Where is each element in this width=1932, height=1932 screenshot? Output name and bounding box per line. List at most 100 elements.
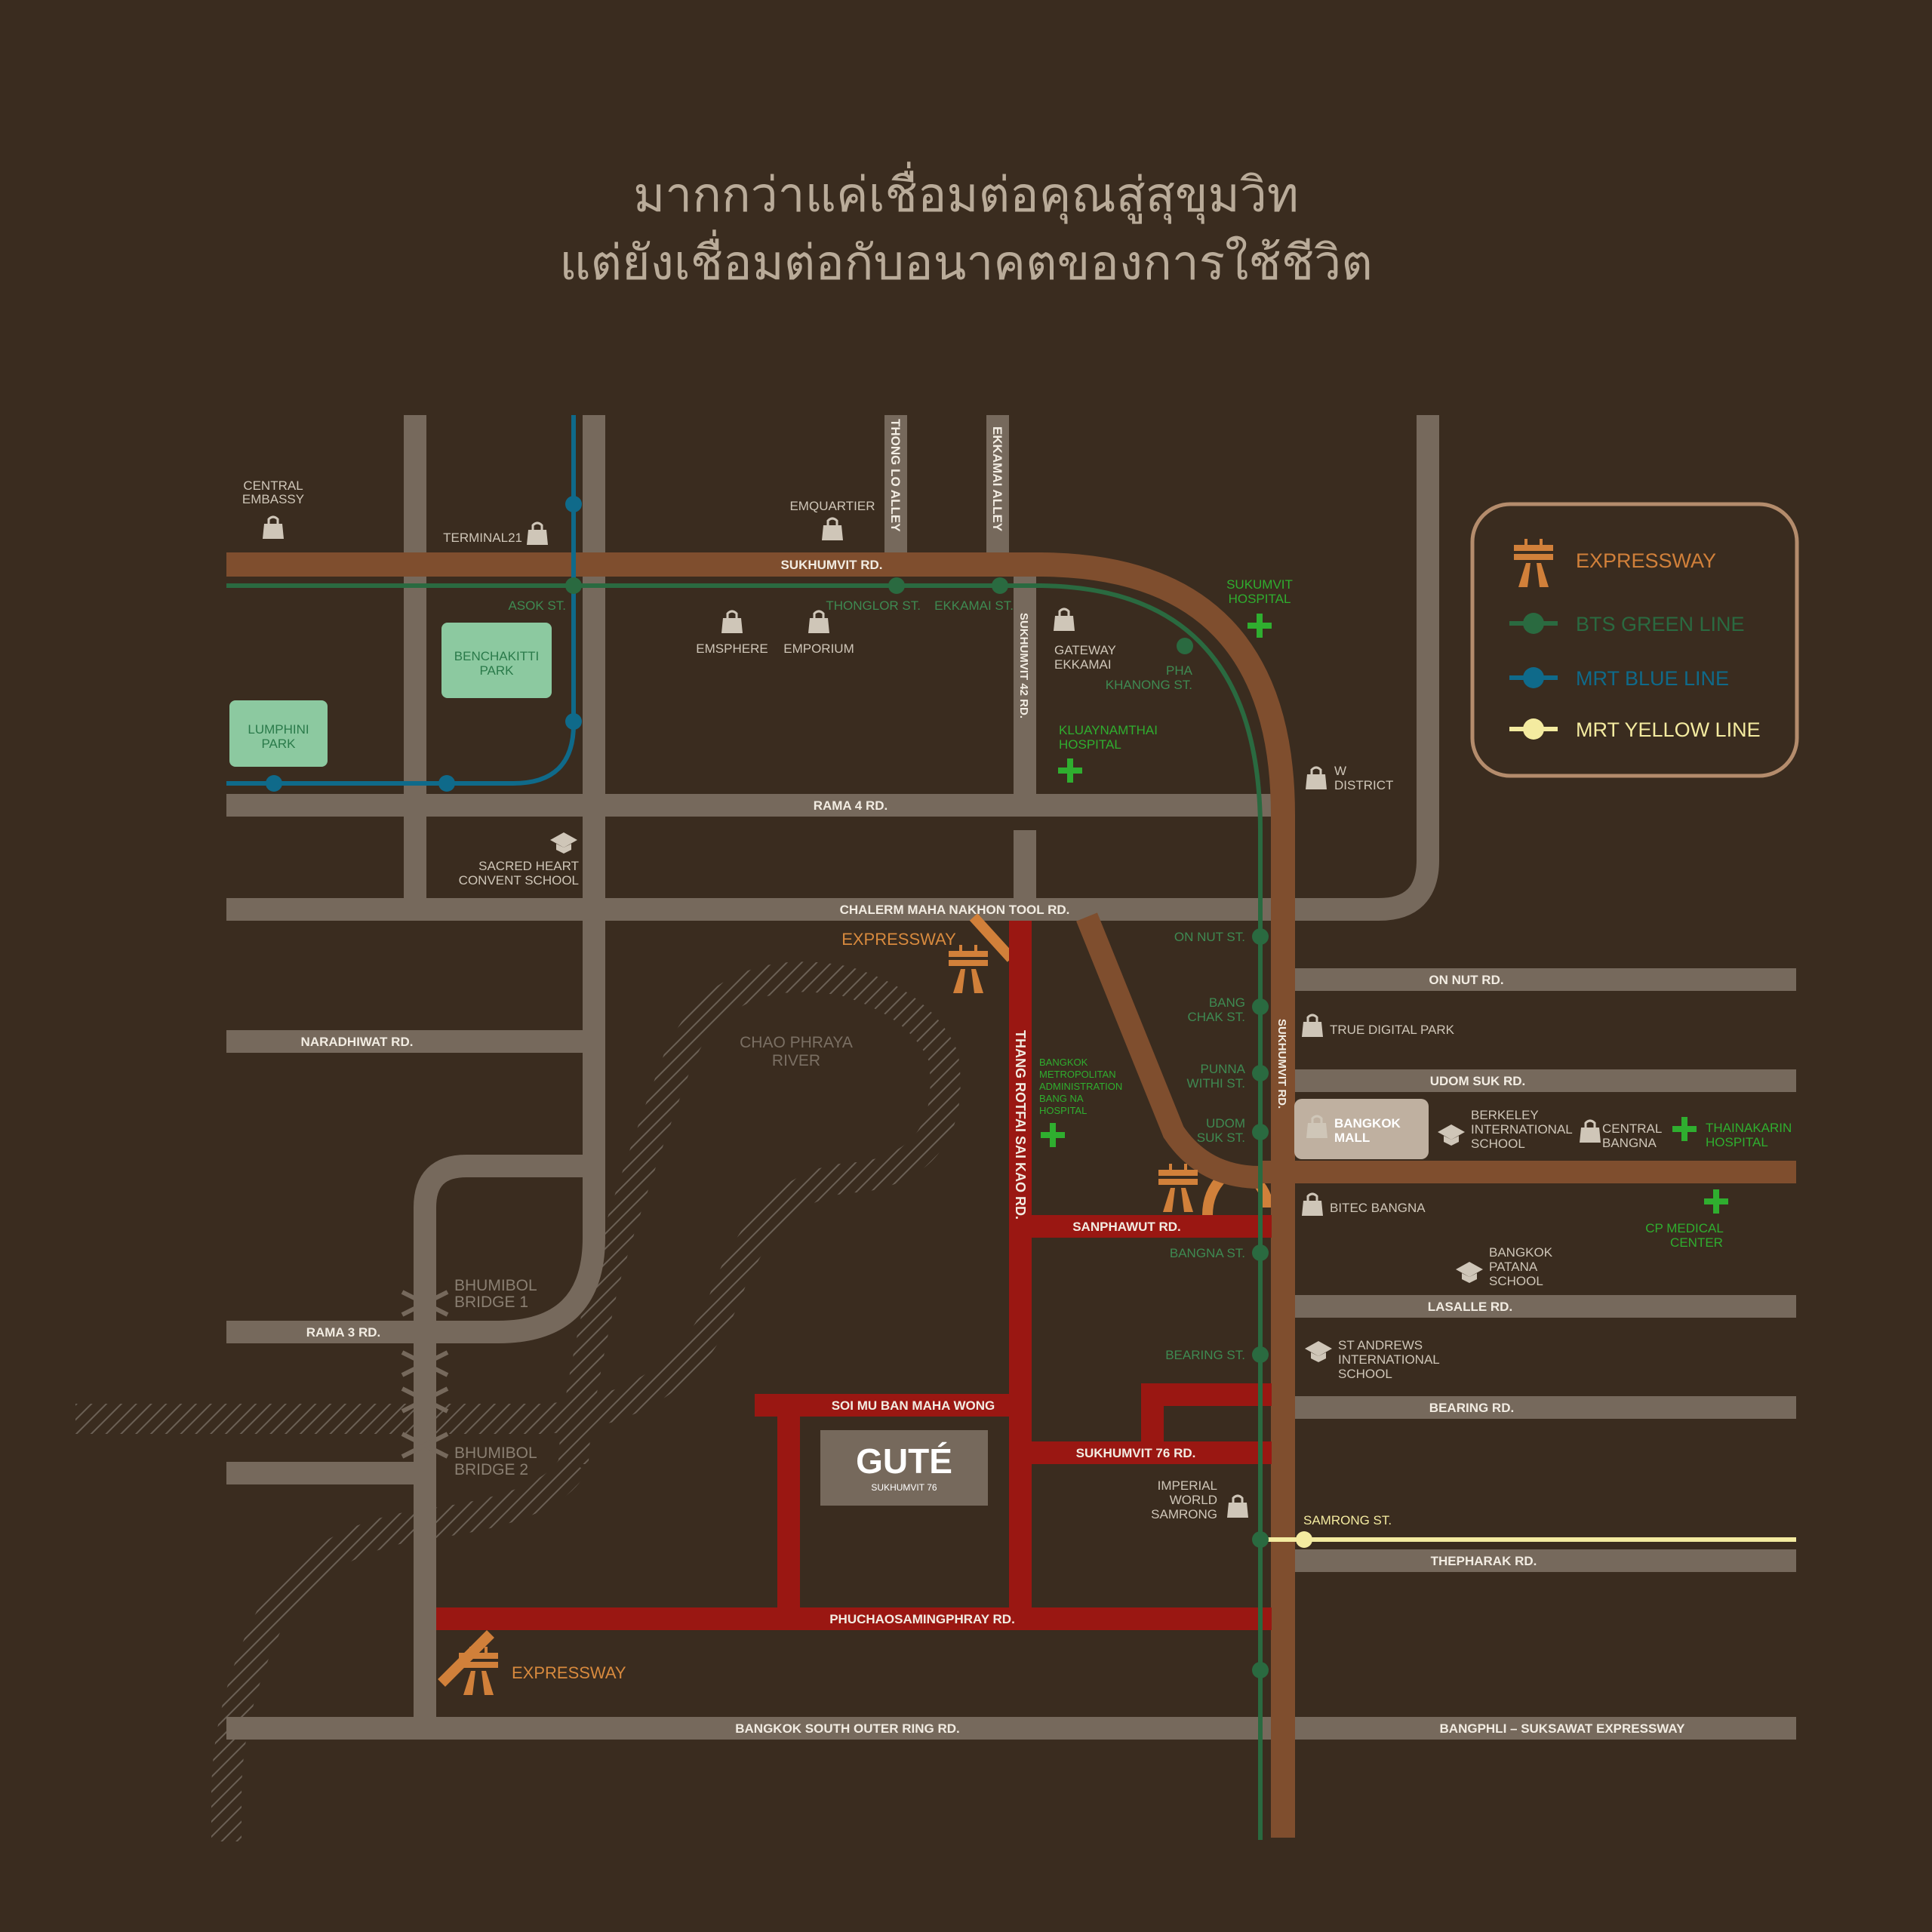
- label-rama3: RAMA 3 RD.: [306, 1325, 381, 1340]
- diagonal-sukhumvit-branch: [1076, 912, 1261, 1189]
- stn-bangchak-2: CHAK ST.: [1187, 1010, 1245, 1024]
- bag-icon: [720, 610, 744, 635]
- grey-roads: [226, 415, 1796, 1740]
- legend-bts: BTS GREEN LINE: [1576, 613, 1745, 635]
- bts-green-line: [226, 583, 1263, 1840]
- expressway-icon: [1158, 1164, 1198, 1212]
- bangkok-mall-block: [1294, 1099, 1429, 1159]
- poi-berkeley-1: BERKELEY: [1471, 1108, 1539, 1122]
- school-icon: [1305, 1341, 1332, 1362]
- poi-bangkok-mall-1: BANGKOK: [1334, 1116, 1401, 1131]
- stn-thonglor: THONGLOR ST.: [826, 598, 921, 613]
- station-dots: [266, 496, 1312, 1678]
- label-chalerm: CHALERM MAHA NAKHON TOOL RD.: [840, 903, 1070, 917]
- label-sukhumvit: SUKHUMVIT RD.: [780, 558, 882, 572]
- label-bangphli: BANGPHLI – SUKSAWAT EXPRESSWAY: [1440, 1721, 1686, 1736]
- bag-icon: [1300, 1192, 1324, 1217]
- school-icon: [550, 832, 577, 854]
- hosp-sukumvit-1: SUKUMVIT: [1226, 577, 1293, 592]
- bag-icon: [525, 521, 549, 546]
- chao-phraya-river: [75, 961, 961, 1841]
- label-rama4: RAMA 4 RD.: [814, 798, 888, 813]
- hosp-bma-5: HOSPITAL: [1039, 1105, 1087, 1116]
- poi-st-andrews-3: SCHOOL: [1338, 1367, 1392, 1381]
- poi-bitec: BITEC BANGNA: [1330, 1201, 1426, 1215]
- poi-emporium: EMPORIUM: [783, 641, 854, 656]
- bag-icon: [261, 515, 285, 540]
- label-naradhiwat: NARADHIWAT RD.: [301, 1035, 414, 1049]
- hosp-cp-2: CENTER: [1670, 1235, 1723, 1250]
- river-label-1: CHAO PHRAYA: [740, 1034, 853, 1051]
- bridge1-label-2: BRIDGE 1: [454, 1294, 528, 1311]
- poi-central-bangna-1: CENTRAL: [1602, 1121, 1662, 1136]
- stn-asok: ASOK ST.: [508, 598, 566, 613]
- hosp-thainakarin-2: HOSPITAL: [1706, 1135, 1768, 1149]
- hospital-cross-icon: [1041, 1123, 1065, 1147]
- label-ekkamai: EKKAMAI ALLEY: [990, 426, 1004, 532]
- bag-icon: [807, 610, 831, 635]
- poi-sacred-heart-1: SACRED HEART: [478, 859, 579, 873]
- poi-st-andrews-2: INTERNATIONAL: [1338, 1352, 1440, 1367]
- bridge1-label-1: BHUMIBOL: [454, 1277, 537, 1294]
- school-icon: [1438, 1124, 1465, 1146]
- poi-imperial-3: SAMRONG: [1151, 1507, 1217, 1521]
- hospital-cross-icon: [1672, 1117, 1697, 1141]
- hosp-kluay-2: HOSPITAL: [1059, 737, 1121, 752]
- poi-bangkok-mall-2: MALL: [1334, 1131, 1370, 1145]
- school-icon: [1456, 1262, 1483, 1283]
- poi-gateway-2: EKKAMAI: [1054, 657, 1112, 672]
- label-outer-ring: BANGKOK SOUTH OUTER RING RD.: [735, 1721, 960, 1736]
- hospital-cross-icon: [1704, 1189, 1728, 1214]
- label-soi42: SUKHUMVIT 42 RD.: [1017, 613, 1030, 718]
- poi-patana-3: SCHOOL: [1489, 1274, 1543, 1288]
- bridge2-label-1: BHUMIBOL: [454, 1444, 537, 1462]
- mrt-blue-line: [226, 415, 576, 786]
- poi-w-district-2: DISTRICT: [1334, 778, 1393, 792]
- hosp-bma-1: BANGKOK: [1039, 1057, 1088, 1068]
- poi-central-embassy-1: CENTRAL: [243, 478, 303, 493]
- stn-samrong: SAMRONG ST.: [1303, 1513, 1392, 1527]
- project-logo: GUTÉ: [856, 1441, 952, 1481]
- bag-icon: [1300, 1014, 1324, 1038]
- park-lumphini-2: PARK: [261, 737, 296, 751]
- stn-udomsuk-1: UDOM: [1206, 1116, 1245, 1131]
- park-benchakitti-2: PARK: [479, 663, 514, 678]
- bag-icon: [1226, 1494, 1250, 1519]
- map-legend: EXPRESSWAY BTS GREEN LINE MRT BLUE LINE …: [1470, 502, 1799, 778]
- stn-udomsuk-2: SUK ST.: [1197, 1131, 1245, 1145]
- stn-on-nut: ON NUT ST.: [1174, 930, 1245, 944]
- stn-bangchak-1: BANG: [1209, 995, 1245, 1010]
- bag-icon: [820, 517, 844, 542]
- poi-emsphere: EMSPHERE: [696, 641, 768, 656]
- poi-w-district-1: W: [1334, 764, 1346, 778]
- legend-mrt-blue: MRT BLUE LINE: [1576, 667, 1729, 690]
- expressway-label-2: EXPRESSWAY: [512, 1663, 626, 1682]
- hosp-bma-4: BANG NA: [1039, 1093, 1084, 1104]
- sukhumvit-road: [226, 552, 1295, 1838]
- poi-st-andrews-1: ST ANDREWS: [1338, 1338, 1423, 1352]
- hosp-kluay-1: KLUAYNAMTHAI: [1059, 723, 1158, 737]
- hosp-sukumvit-2: HOSPITAL: [1229, 592, 1291, 606]
- poi-gateway-1: GATEWAY: [1054, 643, 1116, 657]
- bridge2-label-2: BRIDGE 2: [454, 1461, 528, 1478]
- label-soi76: SUKHUMVIT 76 RD.: [1076, 1446, 1196, 1460]
- label-thonglo: THONG LO ALLEY: [888, 419, 903, 532]
- river-label-2: RIVER: [772, 1052, 820, 1069]
- title-line-2: แต่ยังเชื่อมต่อกับอนาคตของการใช้ชีวิต: [559, 229, 1373, 291]
- bag-icon: [1052, 608, 1076, 632]
- stn-bearing: BEARING ST.: [1165, 1348, 1245, 1362]
- project-sub: SUKHUMVIT 76: [871, 1482, 937, 1493]
- bag-icon: [1304, 766, 1328, 791]
- expressway-label-1: EXPRESSWAY: [841, 930, 956, 949]
- stn-punnawithi-2: WITHI ST.: [1187, 1076, 1245, 1091]
- poi-central-bangna-2: BANGNA: [1602, 1136, 1657, 1150]
- label-udom-suk: UDOM SUK RD.: [1430, 1074, 1526, 1088]
- poi-patana-1: BANGKOK: [1489, 1245, 1553, 1260]
- expressway-icon: [459, 1647, 498, 1695]
- hosp-thainakarin-1: THAINAKARIN: [1706, 1121, 1792, 1135]
- legend-expressway: EXPRESSWAY: [1576, 549, 1716, 572]
- hosp-cp-1: CP MEDICAL: [1645, 1221, 1724, 1235]
- expressway-icon: [949, 945, 988, 993]
- expressway-icon: [1514, 539, 1553, 587]
- hosp-bma-3: ADMINISTRATION: [1039, 1081, 1122, 1092]
